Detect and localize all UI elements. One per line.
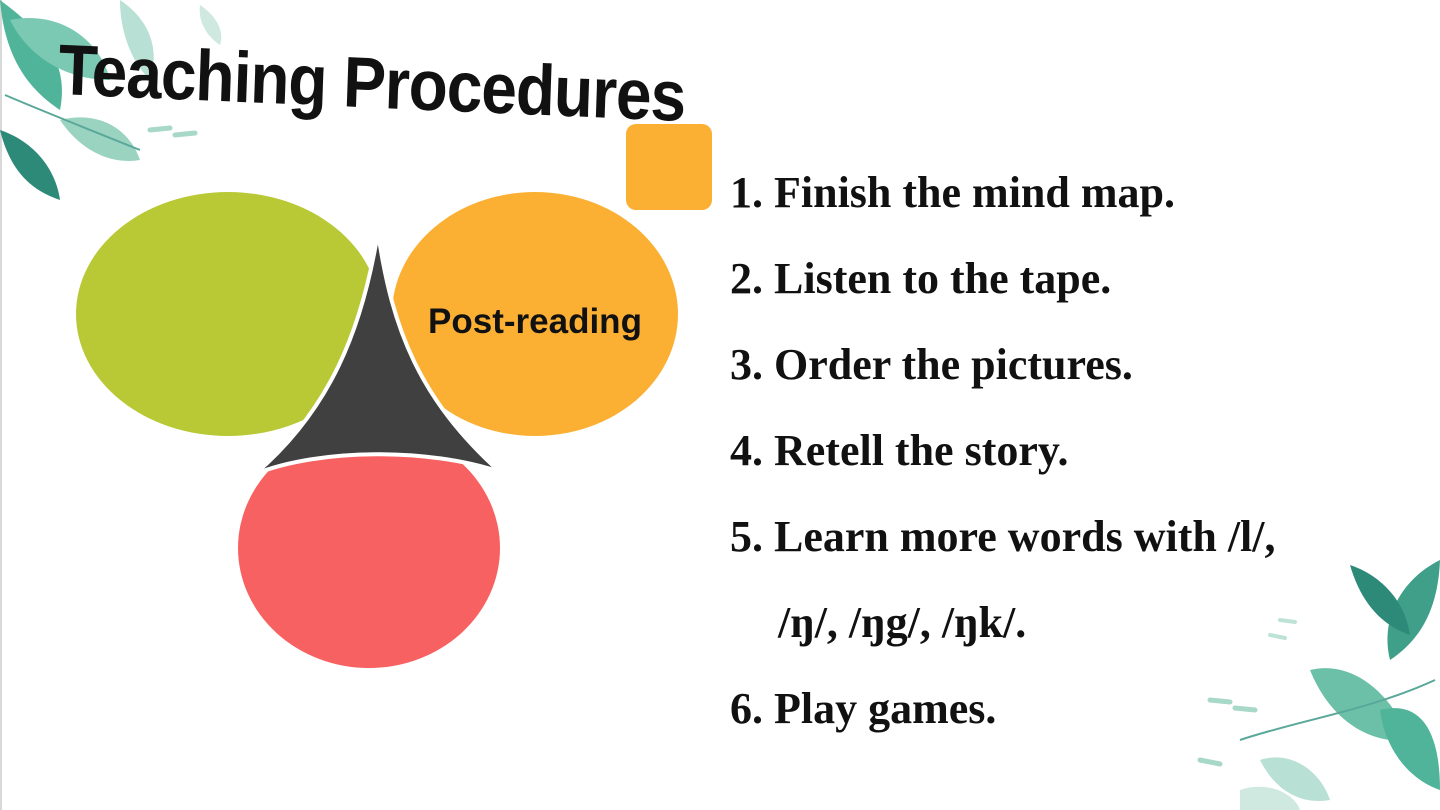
leaf-cluster-bottom-right-icon	[1197, 560, 1440, 810]
step-item: 3. Order the pictures.	[730, 340, 1133, 389]
step-item: 4. Retell the story.	[730, 426, 1069, 475]
diagram-circle-red	[238, 428, 500, 668]
diagram-circle-green	[76, 192, 380, 436]
diagram-center-shape	[253, 230, 502, 476]
step-item: 2. Listen to the tape.	[730, 254, 1112, 303]
step-item: 5. Learn more words with /l/,	[730, 512, 1276, 561]
slide-left-border	[0, 0, 2, 810]
procedure-diagram: Post-reading	[76, 192, 678, 668]
step-item: 6. Play games.	[730, 684, 997, 733]
diagram-circle-orange	[392, 192, 678, 436]
leaf-cluster-top-left-icon	[0, 0, 222, 200]
step-list: 1. Finish the mind map. 2. Listen to the…	[730, 150, 1420, 752]
diagram-highlight-label: Post-reading	[428, 302, 642, 341]
accent-square	[626, 124, 712, 210]
step-item: 1. Finish the mind map.	[730, 168, 1175, 217]
step-item-continuation: /ŋ/, /ŋg/, /ŋk/.	[778, 598, 1027, 647]
